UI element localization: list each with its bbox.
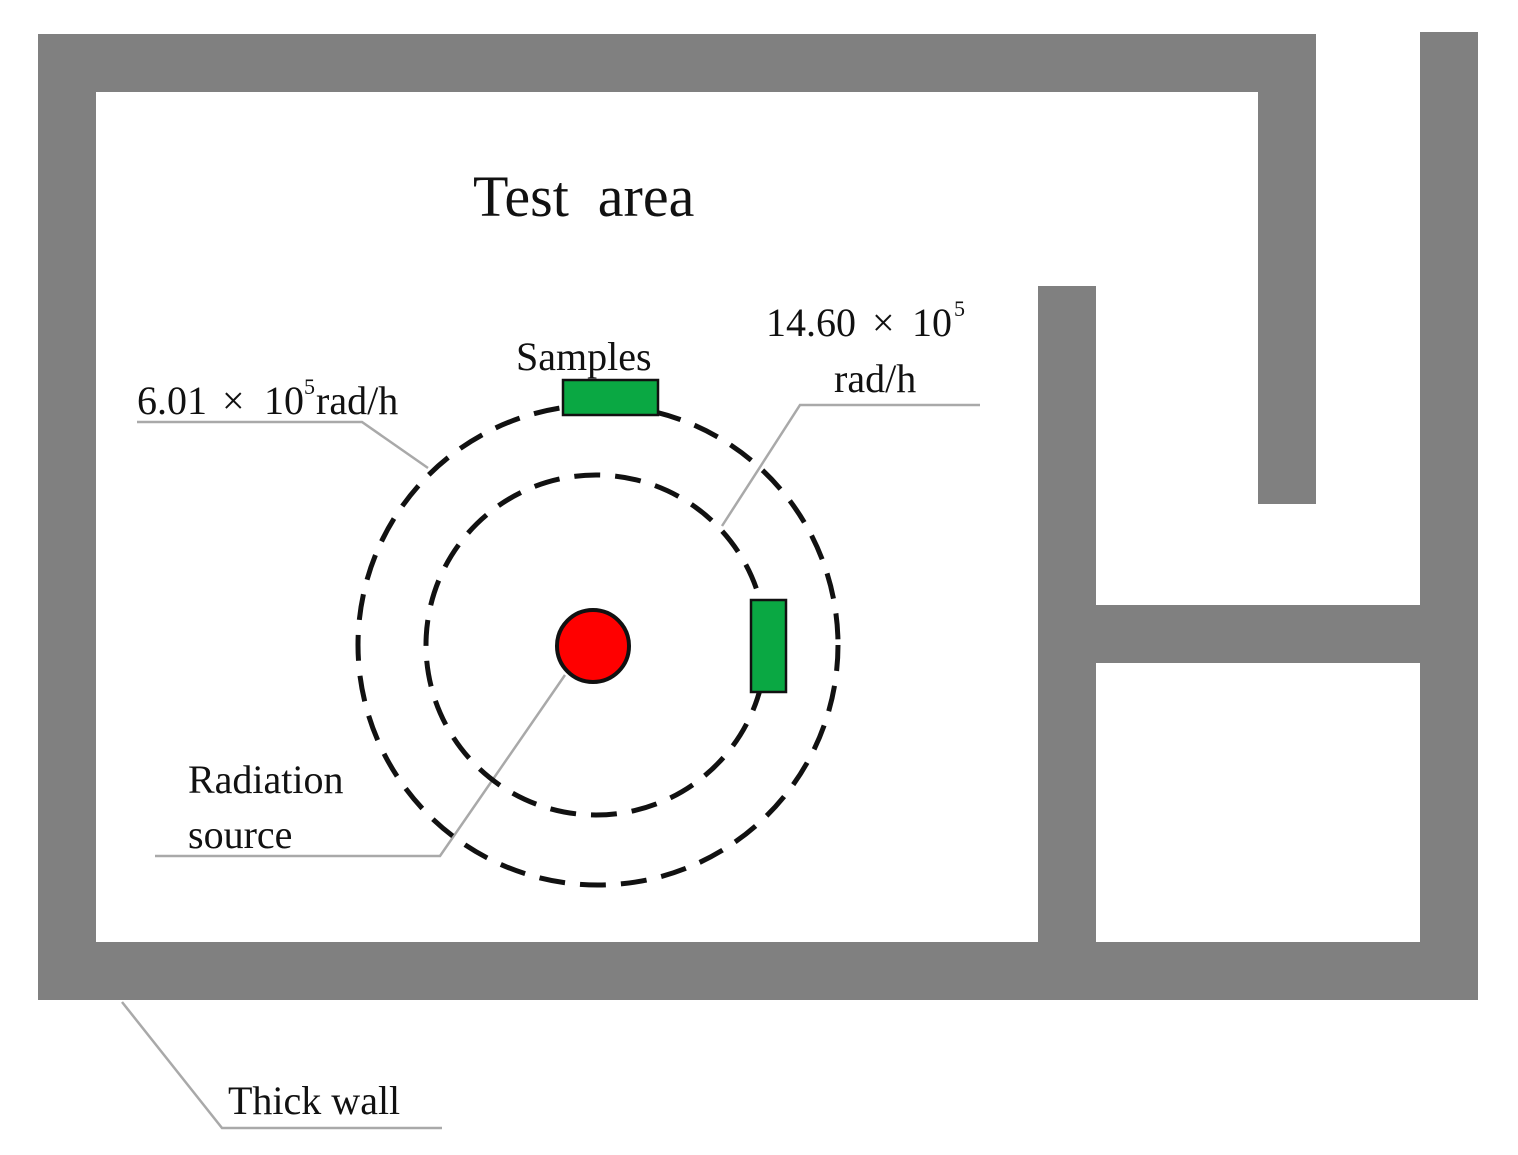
- sample-top: [561, 378, 660, 417]
- samples: [561, 378, 788, 694]
- inner-dose-unit: rad/h: [316, 378, 398, 423]
- radiation-source-label: Radiation source: [188, 757, 344, 857]
- leader-thick-wall: [121, 1001, 442, 1130]
- inner-dose-exponent: 5: [304, 374, 315, 399]
- radiation-source-circle: [555, 608, 631, 684]
- leader-inner-dose: [137, 420, 429, 470]
- leader-outer-dose: [720, 403, 980, 527]
- radiation-source-label-line2: source: [188, 812, 292, 857]
- inner-dose-value: 6.01: [137, 378, 207, 423]
- wall-far-right: [1420, 32, 1478, 1000]
- wall-inner-right-stub: [1258, 34, 1316, 504]
- outer-dose-rate-label: 14.60 × 10 5 rad/h: [766, 296, 965, 401]
- inner-dose-rate-label: 6.01 × 10 5 rad/h: [137, 374, 398, 423]
- inner-dose-times-sign: ×: [222, 378, 245, 423]
- outer-dose-times-sign: ×: [872, 300, 895, 345]
- samples-label: Samples: [516, 334, 652, 379]
- wall-outer-left: [38, 34, 96, 1000]
- radiation-source-label-line1: Radiation: [188, 757, 344, 802]
- leader-lines: [121, 403, 980, 1130]
- wall-outer-bottom: [38, 942, 1478, 1000]
- outer-dose-base: 10: [912, 300, 952, 345]
- thick-wall-label: Thick wall: [228, 1078, 400, 1123]
- outer-dose-exponent: 5: [954, 296, 965, 321]
- wall-outer-top: [38, 34, 1316, 92]
- thick-walls: [38, 32, 1478, 1000]
- outer-dose-value: 14.60: [766, 300, 856, 345]
- inner-dose-base: 10: [264, 378, 304, 423]
- test-area-title: Test area: [473, 164, 694, 229]
- sample-right: [749, 598, 788, 694]
- wall-partition-horizontal: [1038, 605, 1478, 663]
- outer-dose-unit: rad/h: [834, 356, 916, 401]
- leader-radiation-source: [155, 674, 567, 858]
